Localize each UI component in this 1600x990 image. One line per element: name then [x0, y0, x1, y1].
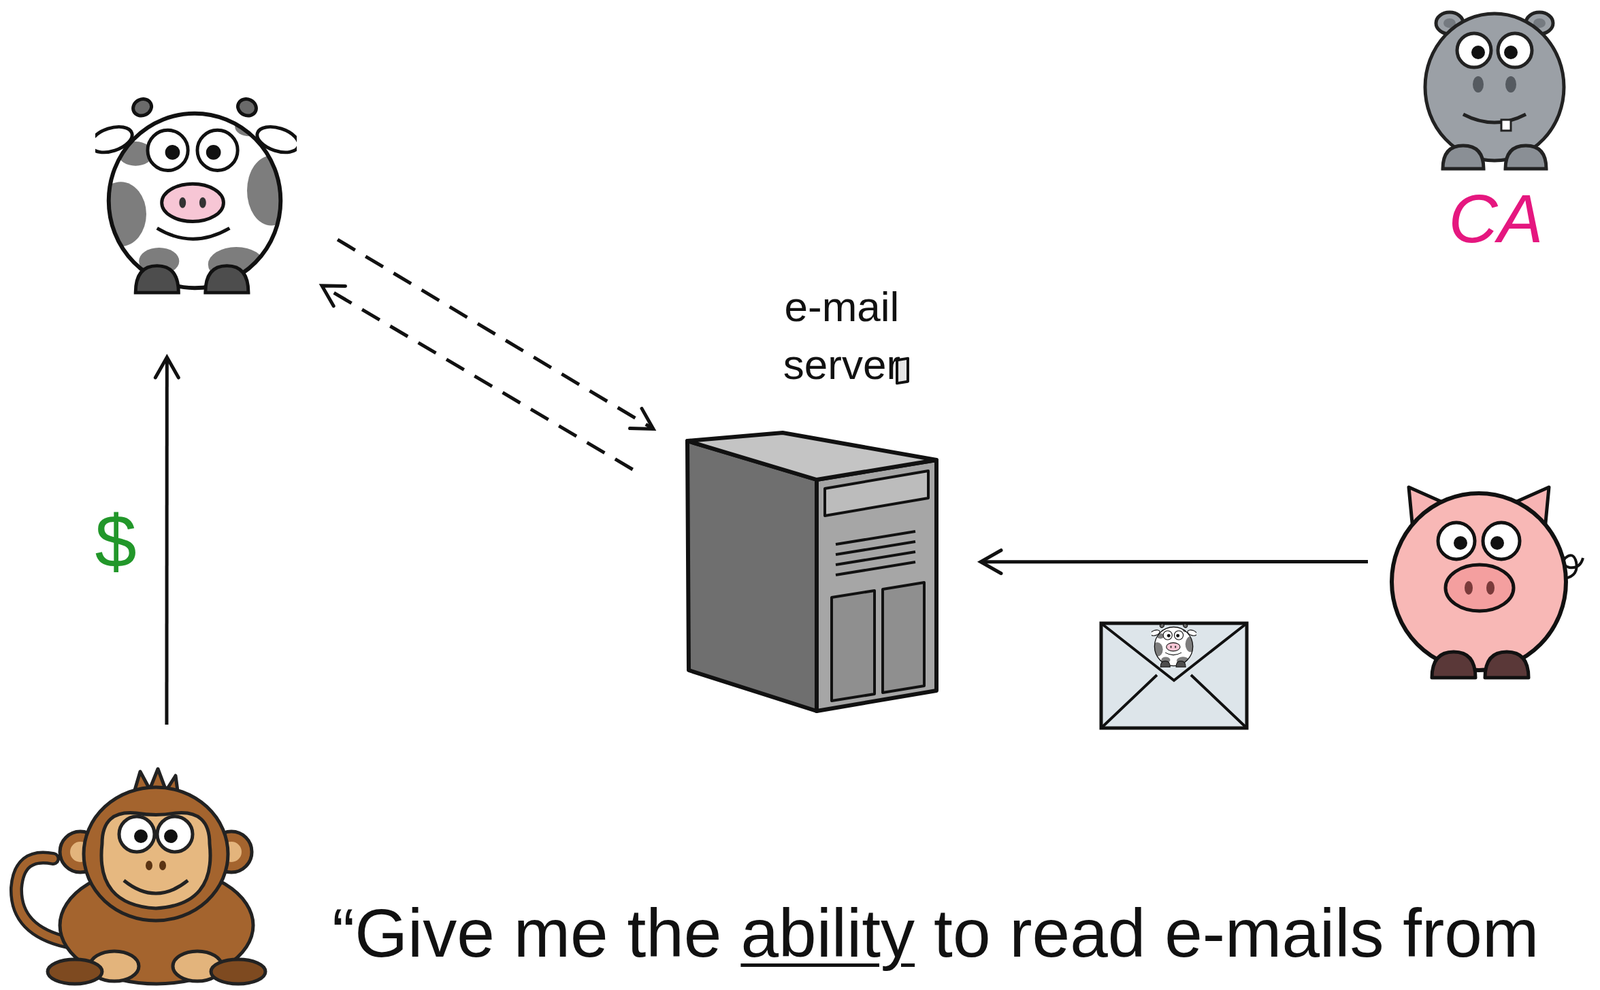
edge-label-anchor: $	[94, 500, 137, 583]
connector-line	[321, 285, 633, 470]
hippo-figure	[1425, 12, 1564, 169]
arrow-connector	[155, 357, 179, 725]
connector-line	[980, 560, 1368, 564]
monkey-node	[5, 770, 292, 987]
connector-line	[164, 357, 169, 725]
monkey-figure	[123, 880, 188, 894]
monkey-figure	[101, 813, 211, 909]
cow-node	[95, 95, 297, 300]
arrow-head	[980, 550, 1002, 574]
pig-figure	[1445, 564, 1514, 612]
server-figure	[882, 582, 925, 693]
quote-text: to read e-mails from	[933, 894, 1539, 973]
pig-figure	[1490, 536, 1505, 550]
cow-figure	[87, 95, 302, 293]
envelope-figure	[1101, 623, 1247, 729]
pig-figure	[1431, 651, 1476, 678]
pig-figure	[1391, 493, 1566, 671]
server-figure	[835, 562, 916, 576]
hippo-figure	[1425, 13, 1564, 161]
monkey-figure	[134, 829, 148, 844]
arrow-head	[321, 285, 346, 307]
envelope-figure	[1101, 623, 1247, 729]
pig-figure	[1486, 581, 1495, 595]
envelope-figure	[1101, 623, 1247, 729]
arrow-head	[630, 408, 654, 429]
hippo-figure	[1505, 76, 1517, 93]
email-server-node: e-mail server	[686, 272, 938, 714]
server-figure	[835, 531, 916, 576]
hippo-figure	[1501, 119, 1511, 131]
connector-line	[337, 239, 654, 429]
arrow-connector	[980, 550, 1368, 574]
hippo-figure	[1472, 76, 1484, 93]
pig-figure	[1482, 522, 1520, 560]
monkey-figure	[47, 959, 103, 985]
server-figure	[824, 470, 929, 516]
hippo-figure	[1504, 45, 1518, 60]
hippo-figure	[1471, 45, 1485, 60]
hippo-figure	[1497, 33, 1532, 68]
quote-text: ability	[740, 894, 915, 973]
pig-figure	[1453, 536, 1468, 550]
pig-figure	[1438, 522, 1475, 560]
monkey-figure	[16, 769, 266, 985]
arrow-head	[155, 357, 179, 378]
monkey-figure	[159, 860, 167, 871]
monkey-figure	[83, 787, 228, 921]
pig-figure	[1391, 487, 1583, 678]
quote-text: “Give me the	[332, 894, 722, 973]
monkey-figure	[164, 829, 178, 844]
server-figure	[687, 441, 817, 712]
monkey-figure	[119, 816, 155, 853]
server-figure	[831, 590, 875, 701]
hippo-figure	[1505, 145, 1547, 169]
server-figure	[687, 432, 937, 480]
quote-line: “Give me theabilityto read e-mails from	[332, 894, 1539, 973]
pig-figure	[1464, 581, 1473, 595]
server-figure	[687, 358, 937, 712]
ca-hippo-node: CA	[1418, 5, 1573, 266]
monkey-figure	[210, 959, 266, 985]
pig-node	[1388, 479, 1573, 680]
monkey-figure	[145, 860, 153, 871]
ca-label: CA	[1418, 181, 1573, 256]
monkey-figure	[157, 816, 193, 853]
envelope-cow-icon	[1149, 623, 1198, 667]
hippo-figure	[1457, 33, 1492, 68]
dashed-arrow	[337, 239, 654, 429]
hippo-figure	[1442, 145, 1484, 169]
pig-figure	[1484, 651, 1529, 678]
hippo-figure	[1463, 114, 1526, 123]
server-label: e-mail server	[773, 277, 910, 394]
server-figure	[816, 460, 937, 712]
dashed-arrow	[321, 285, 633, 470]
money-label: $	[94, 500, 137, 583]
